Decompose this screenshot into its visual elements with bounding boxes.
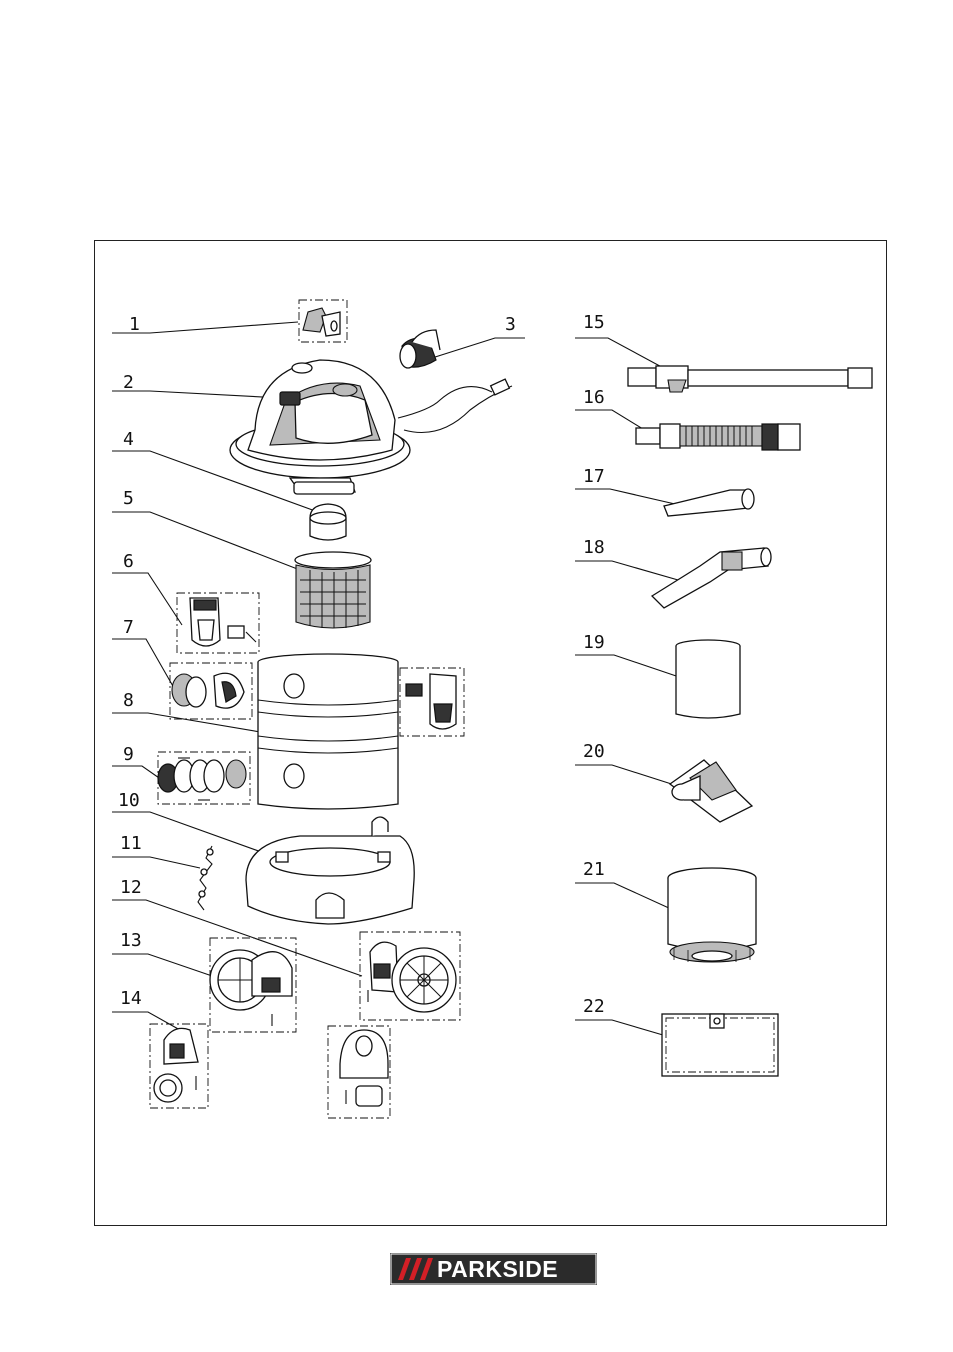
leader-10 [112,811,279,859]
parkside-logo: PARKSIDE [390,1253,597,1285]
part-19-filter-cylinder [675,639,741,719]
leader-9 [112,765,163,781]
part-17-crevice-nozzle [663,488,755,517]
part-3-hose-connector [399,329,441,369]
label-21: 21 [583,859,605,880]
part-12-rear-wheel-right [359,931,461,1021]
leader-18 [575,560,686,583]
part-20-floor-nozzle [668,759,754,823]
label-8: 8 [123,690,134,711]
label-14: 14 [120,988,142,1009]
logo-border [390,1253,597,1285]
part-10-base [245,816,415,925]
leader-7 [112,638,175,689]
leader-20 [575,764,685,789]
leader-8 [112,712,291,738]
part-21-cartridge-filter [667,867,757,963]
leader-1 [112,321,299,334]
label-22: 22 [583,996,605,1017]
label-3: 3 [505,314,516,335]
label-4: 4 [123,429,134,450]
label-20: 20 [583,741,605,762]
label-17: 17 [583,466,605,487]
label-10: 10 [118,790,140,811]
leader-3 [431,337,525,359]
label-16: 16 [583,387,605,408]
part-11-chain [197,845,214,911]
leader-5 [112,511,301,571]
leader-22 [575,1019,681,1041]
part-13-rear-wheel-left [209,937,297,1033]
label-1: 1 [129,314,140,335]
leader-11 [112,856,201,869]
leader-14 [112,1011,181,1031]
leader-4 [112,450,319,513]
leader-17 [575,488,689,508]
diagram-frame [94,240,887,1226]
label-9: 9 [123,744,134,765]
leader-2 [112,390,283,399]
part-18-bent-nozzle [650,547,772,609]
label-2: 2 [123,372,134,393]
part-8-container [257,653,465,810]
part-22-filter-bag [661,1013,779,1077]
label-7: 7 [123,617,134,638]
part-14-castor [149,1023,391,1119]
part-16-suction-hose [635,423,801,451]
logo-stripe-2 [409,1258,422,1280]
logo-stripe-1 [398,1258,411,1280]
label-13: 13 [120,930,142,951]
logo-stripe-3 [420,1258,433,1280]
part-9-inlet-assembly [157,751,251,805]
brand-name: PARKSIDE [437,1256,559,1282]
leader-12 [112,899,363,977]
label-18: 18 [583,537,605,558]
label-5: 5 [123,488,134,509]
label-11: 11 [120,833,142,854]
label-6: 6 [123,551,134,572]
leader-lines [112,321,689,1041]
part-1-switch [298,299,348,343]
part-7-side-connector [169,662,253,720]
part-labels: 1 2 3 4 5 6 7 8 9 10 11 12 13 14 15 16 1… [118,312,605,1017]
leader-6 [112,572,183,626]
part-5-cage-filter [294,551,372,629]
part-2-motor-head [229,359,513,495]
leader-21 [575,882,683,915]
leader-13 [112,953,219,979]
label-19: 19 [583,632,605,653]
leader-15 [575,337,683,379]
leader-19 [575,654,689,681]
label-12: 12 [120,877,142,898]
part-15-extension-tube [627,365,873,393]
logo-graphic [390,1253,597,1285]
label-15: 15 [583,312,605,333]
part-4-filter-cap [309,503,347,541]
part-6-latch [176,592,260,654]
